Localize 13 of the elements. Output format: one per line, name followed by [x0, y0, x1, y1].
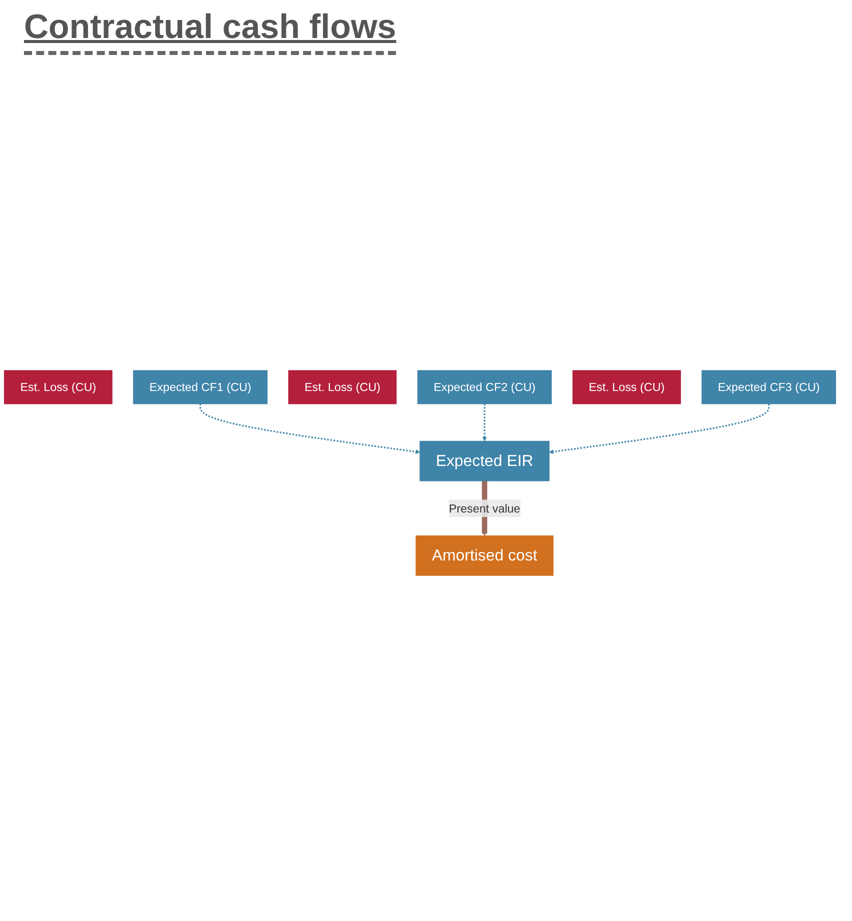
node-box: Expected EIR: [420, 440, 550, 482]
node-box: Est. Loss (CU): [572, 370, 681, 404]
node-box: Amortised cost: [416, 535, 554, 576]
arrow: [482, 404, 487, 442]
node-box: Est. Loss (CU): [288, 370, 397, 404]
node-box: Est. Loss (CU): [4, 370, 112, 404]
edge-label: Present value: [448, 502, 520, 515]
node-box: Expected CF1 (CU): [133, 370, 268, 404]
arrow: [200, 404, 420, 454]
node-box: Expected CF3 (CU): [702, 370, 836, 404]
arrow: [549, 404, 770, 454]
node-box: Expected CF2 (CU): [417, 370, 552, 404]
diagram-title: Contractual cash flows: [24, 8, 396, 55]
